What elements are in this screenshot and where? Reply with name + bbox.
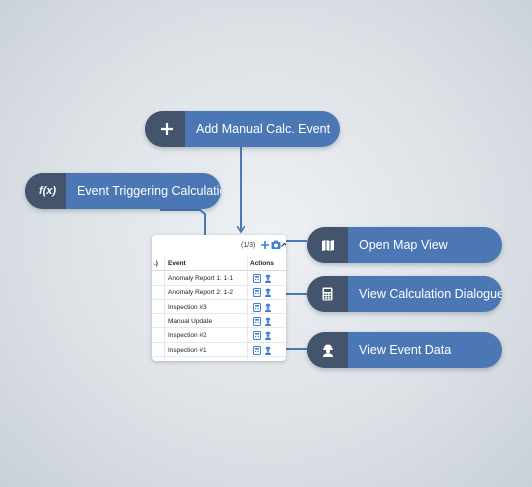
column-fragment: .) xyxy=(154,260,158,267)
function-icon: f(x) xyxy=(25,173,66,209)
inspector-person-icon[interactable] xyxy=(264,346,272,355)
inspector-person-icon[interactable] xyxy=(264,303,272,312)
column-actions: Actions xyxy=(250,260,274,267)
table-row[interactable]: Anomaly Report 1: 1-1 xyxy=(152,272,286,286)
event-name: Inspection #2 xyxy=(168,332,207,340)
table-row[interactable]: Inspection #3 xyxy=(152,301,286,315)
view-event-data-callout: View Event Data xyxy=(307,332,502,368)
add-manual-calc-event-callout: Add Manual Calc. Event xyxy=(145,111,340,147)
callout-label: View Event Data xyxy=(359,343,452,357)
table-row[interactable]: Manual Update xyxy=(152,315,286,329)
event-table-panel: (1/3) .) Event Actions Anomaly Report 1:… xyxy=(152,235,286,361)
inspector-person-icon[interactable] xyxy=(264,288,272,298)
inspector-person-icon[interactable] xyxy=(264,274,272,283)
inspector-person-icon[interactable] xyxy=(264,331,272,341)
event-triggering-calculation-callout: f(x) Event Triggering Calculation xyxy=(25,173,221,209)
table-toolbar: (1/3) xyxy=(152,235,286,255)
plus-icon[interactable] xyxy=(260,240,270,250)
arrow-event-triggering xyxy=(160,209,205,254)
table-row[interactable]: Anomaly Report 2: 1-2 xyxy=(152,286,286,300)
inspector-person-icon xyxy=(307,332,348,368)
event-name: Manual Update xyxy=(168,317,213,325)
callout-label: View Calculation Dialogue xyxy=(359,287,502,301)
column-divider xyxy=(247,257,248,361)
event-name: Anomaly Report 2: 1-2 xyxy=(168,289,234,297)
page-indicator: (1/3) xyxy=(241,242,256,249)
callout-label: Event Triggering Calculation xyxy=(77,184,221,198)
table-row[interactable]: Inspection #1 xyxy=(152,344,286,357)
calculator-icon[interactable] xyxy=(253,302,261,312)
chevron-up-icon[interactable] xyxy=(281,240,286,250)
calculator-icon[interactable] xyxy=(253,345,261,355)
column-event: Event xyxy=(168,260,186,267)
column-divider xyxy=(164,257,165,361)
calculator-icon[interactable] xyxy=(253,274,261,283)
map-icon xyxy=(307,227,348,263)
event-name: Inspection #3 xyxy=(168,303,207,311)
event-name: Anomaly Report 1: 1-1 xyxy=(168,275,234,282)
table-header: .) Event Actions xyxy=(152,257,286,271)
calculator-icon[interactable] xyxy=(253,288,261,298)
open-map-view-callout: Open Map View xyxy=(307,227,502,263)
view-calculation-dialogue-callout: View Calculation Dialogue xyxy=(307,276,502,312)
map-icon[interactable] xyxy=(271,240,281,250)
calculator-icon xyxy=(307,276,348,312)
plus-icon xyxy=(145,111,185,147)
calculator-icon[interactable] xyxy=(253,316,261,326)
event-name: Inspection #1 xyxy=(168,346,207,354)
calculator-icon[interactable] xyxy=(253,331,261,341)
callout-label: Open Map View xyxy=(359,238,448,252)
callout-label: Add Manual Calc. Event xyxy=(196,122,331,136)
table-row[interactable]: Inspection #2 xyxy=(152,329,286,343)
inspector-person-icon[interactable] xyxy=(264,317,272,326)
